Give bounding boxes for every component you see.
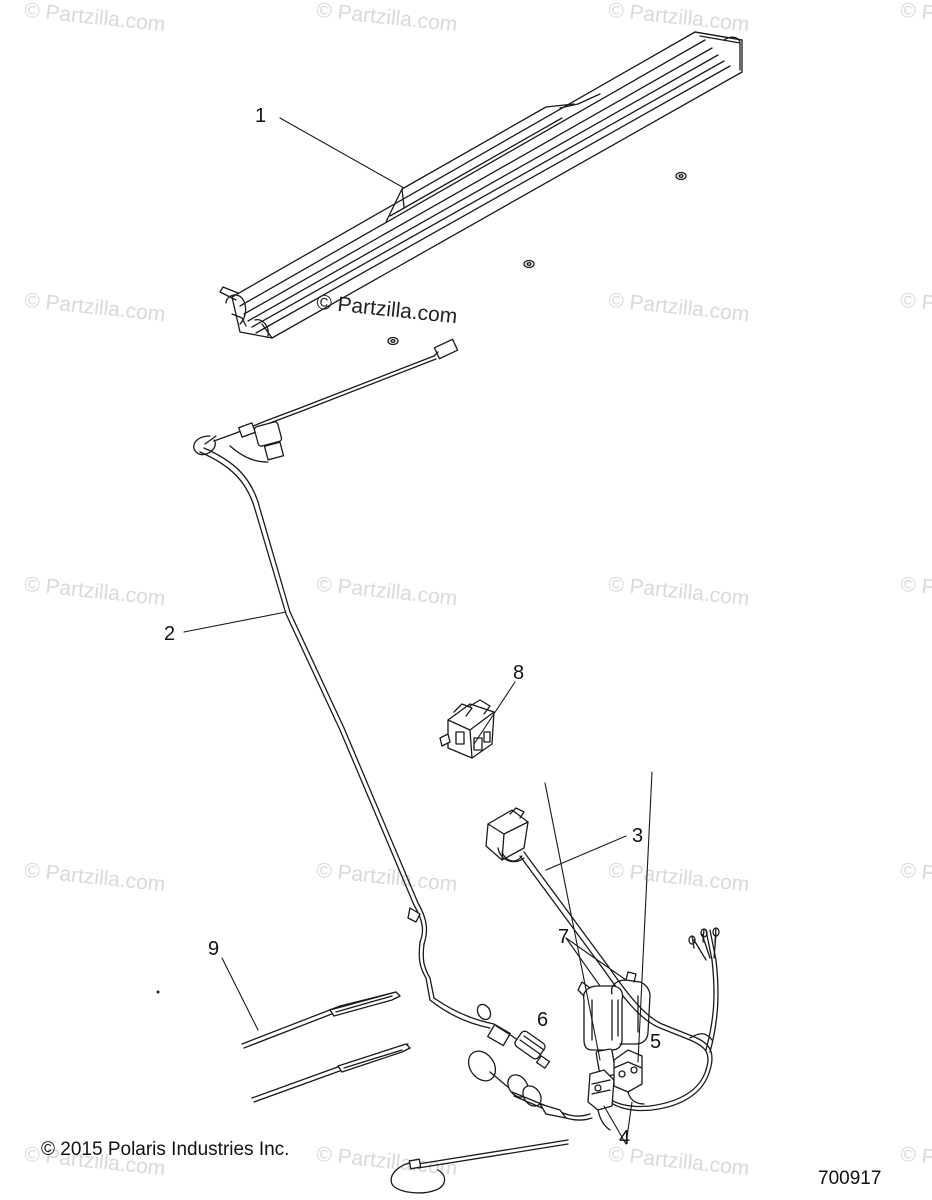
callout-3: 3 [632, 825, 644, 847]
callout-5: 5 [650, 1031, 662, 1053]
diagram-number: 700917 [818, 1168, 882, 1189]
copyright-notice: © 2015 Polaris Industries Inc. [41, 1139, 290, 1160]
leader-lines [183, 117, 653, 1145]
light-bar [219, 31, 743, 346]
callout-1: 1 [255, 105, 267, 127]
callout-6: 6 [537, 1009, 549, 1031]
cable-ties [156, 990, 569, 1194]
rocker-switch [439, 699, 495, 759]
callout-9: 9 [208, 938, 220, 960]
relays [577, 971, 651, 1051]
callout-2: 2 [164, 623, 176, 645]
wiring-harness [193, 338, 593, 1121]
connectors [587, 1048, 645, 1131]
callout-8: 8 [513, 662, 525, 684]
callout-7: 7 [558, 926, 570, 948]
callout-4: 4 [619, 1127, 631, 1149]
